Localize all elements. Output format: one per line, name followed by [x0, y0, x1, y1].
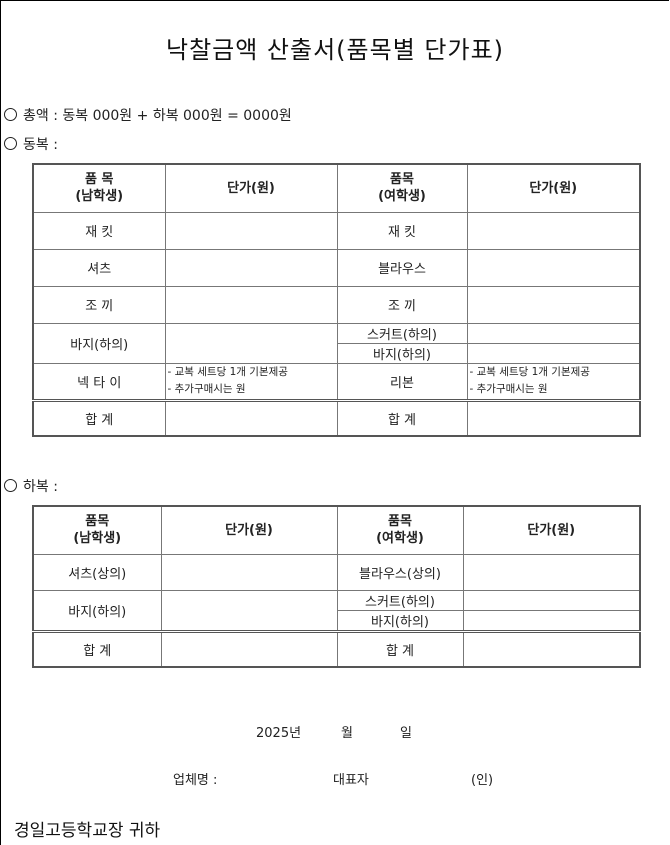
female-sum-label: 합 계	[336, 629, 464, 668]
male-item-header: 품목(남학생)	[32, 505, 162, 555]
addressee: 경일고등학교장 귀하	[14, 821, 161, 841]
price-cell[interactable]	[160, 553, 338, 591]
female-item-blouse: 블라우스	[336, 248, 468, 287]
date-year: 2025년	[256, 726, 302, 741]
male-price-header: 단가(원)	[164, 163, 338, 213]
price-cell[interactable]	[466, 248, 641, 287]
female-price-header: 단가(원)	[466, 163, 641, 213]
female-item-header: 품목(여학생)	[336, 163, 468, 213]
female-item-pants: 바지(하의)	[336, 609, 464, 632]
sum-cell[interactable]	[164, 398, 338, 437]
price-cell[interactable]	[160, 589, 338, 632]
female-price-header: 단가(원)	[462, 505, 641, 555]
male-item-shirt: 셔츠(상의)	[32, 553, 162, 591]
sum-row: 합 계 합 계	[32, 629, 641, 668]
summer-price-table: 품목(남학생) 단가(원) 품목(여학생) 단가(원) 셔츠(상의) 블라우스(…	[32, 505, 641, 668]
male-item-vest: 조 끼	[32, 285, 166, 324]
winter-price-table: 품 목(남학생) 단가(원) 품목(여학생) 단가(원) 재 킷 재 킷 셔츠 …	[32, 163, 641, 437]
bullet-circle-icon	[4, 108, 17, 121]
table-row: 재 킷 재 킷	[32, 211, 641, 250]
price-cell[interactable]	[164, 285, 338, 324]
price-cell[interactable]	[466, 211, 641, 250]
male-sum-label: 합 계	[32, 629, 162, 668]
seal-mark: (인)	[471, 773, 494, 788]
ribbon-note: - 교복 세트당 1개 기본제공- 추가구매시는 원	[466, 362, 641, 401]
company-label: 업체명 :	[173, 773, 218, 788]
table-row: 셔츠(상의) 블라우스(상의)	[32, 553, 641, 591]
price-cell[interactable]	[164, 322, 338, 364]
male-item-pants: 바지(하의)	[32, 322, 166, 364]
summer-label-line: 하복 :	[4, 476, 58, 496]
price-cell[interactable]	[164, 248, 338, 287]
table-row: 셔츠 블라우스	[32, 248, 641, 287]
sum-cell[interactable]	[462, 629, 641, 668]
female-item-ribbon: 리본	[336, 362, 468, 401]
male-item-shirt: 셔츠	[32, 248, 166, 287]
male-item-header: 품 목(남학생)	[32, 163, 166, 213]
female-item-skirt: 스커트(하의)	[336, 589, 464, 611]
table-row: 바지(하의) 스커트(하의)	[32, 589, 641, 632]
table-row: 넥 타 이 - 교복 세트당 1개 기본제공- 추가구매시는 원 리본 - 교복…	[32, 362, 641, 401]
price-cell[interactable]	[466, 342, 641, 364]
bullet-circle-icon	[4, 479, 17, 492]
price-cell[interactable]	[164, 211, 338, 250]
male-price-header: 단가(원)	[160, 505, 338, 555]
sum-row: 합 계 합 계	[32, 398, 641, 437]
date-day: 일	[400, 726, 412, 741]
male-item-necktie: 넥 타 이	[32, 362, 166, 401]
necktie-note: - 교복 세트당 1개 기본제공- 추가구매시는 원	[164, 362, 338, 401]
female-item-blouse: 블라우스(상의)	[336, 553, 464, 591]
female-item-vest: 조 끼	[336, 285, 468, 324]
table-header-row: 품목(남학생) 단가(원) 품목(여학생) 단가(원)	[32, 505, 641, 555]
price-cell[interactable]	[466, 322, 641, 344]
date-month: 월	[341, 726, 353, 741]
female-item-skirt: 스커트(하의)	[336, 322, 468, 344]
total-text: 총액 : 동복 000원 + 하복 000원 = 0000원	[23, 108, 292, 124]
winter-label: 동복 :	[23, 137, 58, 153]
winter-label-line: 동복 :	[4, 134, 58, 154]
sum-cell[interactable]	[466, 398, 641, 437]
table-row: 조 끼 조 끼	[32, 285, 641, 324]
table-row: 바지(하의) 스커트(하의)	[32, 322, 641, 364]
summer-label: 하복 :	[23, 479, 58, 495]
sum-cell[interactable]	[160, 629, 338, 668]
female-item-pants: 바지(하의)	[336, 342, 468, 364]
bullet-circle-icon	[4, 137, 17, 150]
female-sum-label: 합 계	[336, 398, 468, 437]
representative-label: 대표자	[333, 773, 369, 788]
price-cell[interactable]	[466, 285, 641, 324]
price-cell[interactable]	[462, 609, 641, 632]
male-item-pants: 바지(하의)	[32, 589, 162, 632]
price-cell[interactable]	[462, 589, 641, 611]
male-sum-label: 합 계	[32, 398, 166, 437]
female-item-header: 품목(여학생)	[336, 505, 464, 555]
table-header-row: 품 목(남학생) 단가(원) 품목(여학생) 단가(원)	[32, 163, 641, 213]
female-item-jacket: 재 킷	[336, 211, 468, 250]
male-item-jacket: 재 킷	[32, 211, 166, 250]
price-cell[interactable]	[462, 553, 641, 591]
document-title: 낙찰금액 산출서(품목별 단가표)	[165, 36, 505, 64]
total-line: 총액 : 동복 000원 + 하복 000원 = 0000원	[4, 105, 292, 125]
